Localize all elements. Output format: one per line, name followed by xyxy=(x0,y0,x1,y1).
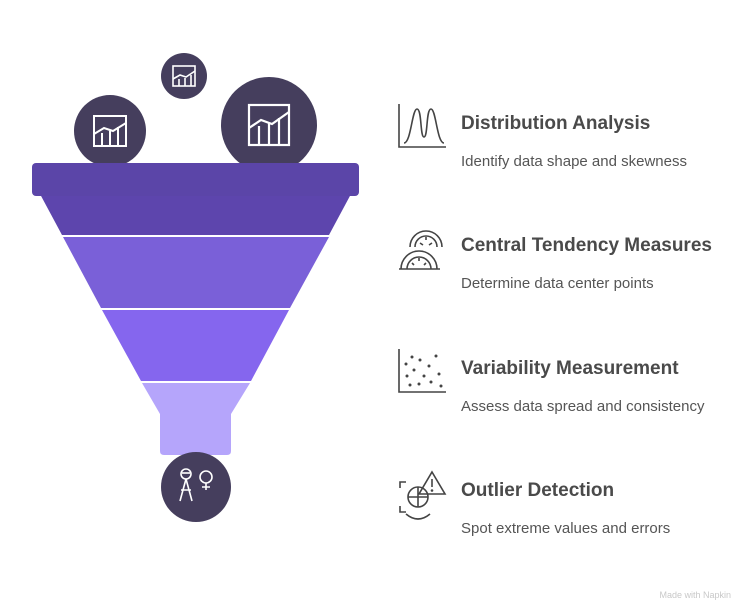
bar-chart-icon xyxy=(172,65,196,87)
left-top-circle xyxy=(74,95,146,167)
funnel-layer-3 xyxy=(102,310,289,381)
bar-chart-icon xyxy=(247,103,291,147)
item-description: Identify data shape and skewness xyxy=(461,153,687,170)
item-description: Determine data center points xyxy=(461,275,654,292)
item-title: Variability Measurement xyxy=(461,358,679,379)
scatter-plot-icon xyxy=(398,349,446,393)
funnel-spout xyxy=(142,383,250,455)
item-description: Spot extreme values and errors xyxy=(461,520,671,537)
small-top-circle xyxy=(161,53,207,99)
people-icon xyxy=(179,468,213,502)
outlier-warning-icon xyxy=(399,470,447,520)
funnel-layer-2 xyxy=(63,237,329,308)
watermark: Made with Napkin xyxy=(659,590,731,600)
bottom-circle xyxy=(161,452,231,522)
large-top-circle xyxy=(221,77,317,173)
item-description: Assess data spread and consistency xyxy=(461,398,705,415)
bar-chart-icon xyxy=(93,115,127,147)
item-title: Outlier Detection xyxy=(461,480,615,501)
gauge-icon xyxy=(399,230,443,270)
item-title: Distribution Analysis xyxy=(461,113,651,134)
item-title: Central Tendency Measures xyxy=(461,235,712,256)
funnel-rim xyxy=(32,163,359,196)
funnel-layer-1 xyxy=(40,194,351,235)
distribution-curve-icon xyxy=(398,104,446,148)
